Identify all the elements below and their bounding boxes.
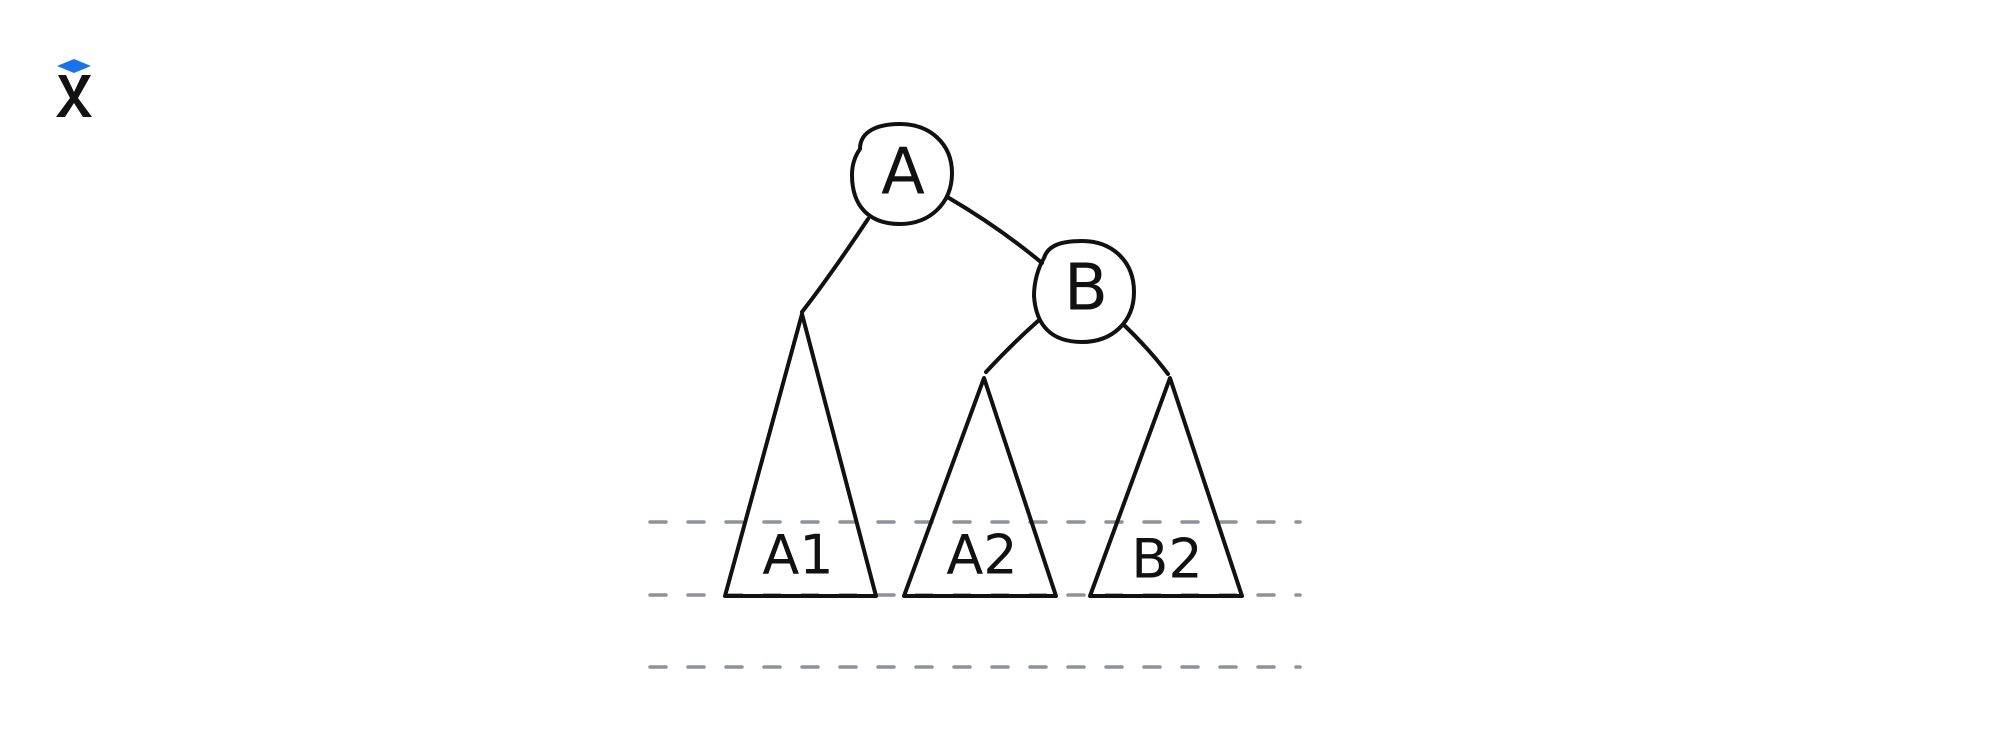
excalidraw-logo-icon: [56, 59, 92, 117]
subtree-b2: B2: [1088, 376, 1244, 598]
edge-a-to-b: [947, 196, 1044, 265]
subtree-a1-triangle: [723, 312, 878, 598]
subtree-a2-triangle: [902, 376, 1058, 598]
node-a-label: A: [881, 136, 925, 210]
node-b-circle: [1032, 239, 1136, 344]
edge-b-to-b2: [1122, 323, 1170, 376]
subtree-a1: A1: [723, 312, 878, 598]
subtree-b2-label: B2: [1131, 528, 1202, 591]
node-b: B: [1032, 239, 1136, 344]
subtree-a2: A2: [902, 376, 1058, 598]
node-b-label: B: [1064, 252, 1108, 326]
subtree-b2-triangle: [1088, 376, 1244, 598]
subtree-a1-label: A1: [762, 524, 833, 587]
subtree-a2-label: A2: [946, 524, 1017, 587]
node-a-circle: [850, 122, 954, 226]
node-a: A: [850, 122, 954, 226]
tree-edges: [800, 196, 1170, 376]
edge-a-to-a1: [800, 217, 870, 314]
edge-b-to-a2: [984, 319, 1040, 374]
